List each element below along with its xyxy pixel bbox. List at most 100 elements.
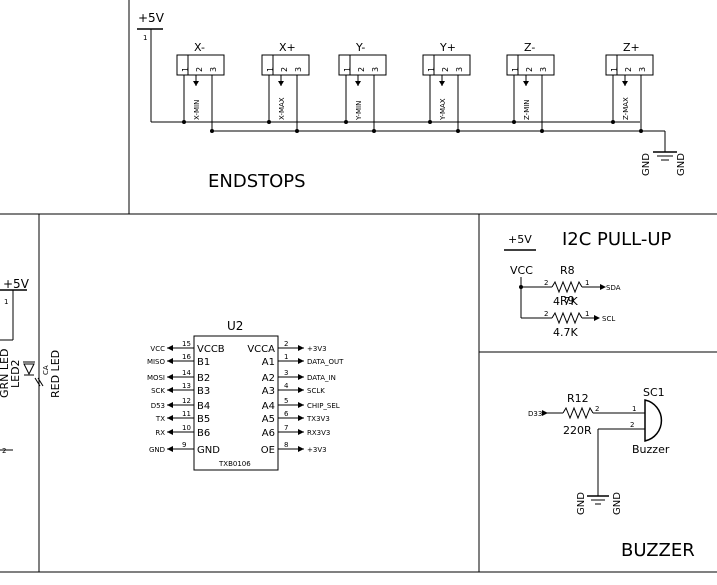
led-power-pin: 1 — [4, 298, 8, 306]
u2-right-pin-number: 8 — [284, 441, 288, 449]
connector-pin-number: 3 — [455, 67, 464, 72]
connector-name: Z- — [524, 41, 535, 54]
r12-ref: R12 — [567, 392, 589, 405]
u2-left-pin-number: 10 — [182, 424, 191, 432]
r8-value: 4.7K — [553, 295, 578, 308]
connector-pin-number: 1 — [266, 67, 275, 72]
connector-pin-number: 2 — [195, 67, 204, 72]
u2-body — [193, 335, 279, 471]
u2-right-pin-name: A6 — [262, 428, 275, 439]
r12-value: 220R — [563, 424, 592, 437]
u2-left-pin-name: B5 — [197, 414, 210, 425]
connector-pin-number: 3 — [539, 67, 548, 72]
connector-pin-number: 2 — [280, 67, 289, 72]
r9-value: 4.7K — [553, 326, 578, 339]
u2-left-pin-name: B1 — [197, 357, 210, 368]
u2-left-pin-number: 14 — [182, 369, 191, 377]
u2-left-pin-name: B2 — [197, 373, 210, 384]
i2c-title: I2C PULL-UP — [562, 229, 671, 250]
led-red-label: RED LED — [49, 350, 62, 398]
connector-net-label: Z-MAX — [622, 97, 630, 120]
u2-right-pin-number: 1 — [284, 353, 288, 361]
scl-label: SCL — [602, 315, 615, 323]
connector-pin-number: 2 — [441, 67, 450, 72]
r8-pin2: 2 — [544, 279, 548, 287]
u2-right-pin-name: A4 — [262, 401, 275, 412]
u2-right-pin-name: A1 — [262, 357, 275, 368]
connector-name: X- — [194, 41, 205, 54]
endstops-power-label: +5V — [138, 11, 165, 25]
u2-ref: U2 — [227, 319, 243, 333]
u2-left-pin-number: 11 — [182, 410, 191, 418]
r9-ref: R9 — [560, 294, 575, 307]
connector-net-label: X-MIN — [193, 100, 201, 120]
u2-left-pin-name: B6 — [197, 428, 210, 439]
u2-right-pin-name: OE — [261, 445, 275, 456]
led-power-label: +5V — [3, 277, 30, 291]
u2-right-net: +3V3 — [307, 446, 327, 454]
led-section: +5V 1 2 GRN LED LED2 CA RED LED — [0, 277, 62, 455]
u2-right-pin-name: VCCA — [247, 344, 275, 355]
u2-left-pin-number: 16 — [182, 353, 191, 361]
connector-pin-number: 2 — [357, 67, 366, 72]
connector-pin-number: 1 — [427, 67, 436, 72]
buzzer-net: D33 — [528, 410, 542, 418]
u2-left-pin-number: 9 — [182, 441, 186, 449]
connector-name: Z+ — [623, 41, 640, 54]
r9-pin2: 2 — [544, 310, 548, 318]
u2-left-net: TX — [155, 415, 165, 423]
connector-body — [605, 54, 654, 76]
led-pin-label: CA — [42, 365, 50, 375]
r8-ref: R8 — [560, 264, 575, 277]
connector-net-label: Y-MIN — [355, 101, 363, 121]
u2-right-pin-number: 4 — [284, 382, 289, 390]
u2-right-pin-name: A2 — [262, 373, 275, 384]
endstops-gnd-label-right: GND — [676, 153, 687, 176]
connector-net-label: Z-MIN — [523, 99, 531, 120]
i2c-section: I2C PULL-UP +5V VCC R8 2 1 4.7K R9 SDA 2… — [504, 229, 671, 339]
connector-name: Y+ — [439, 41, 456, 54]
u2-right-pin-number: 5 — [284, 397, 288, 405]
r12-pin2: 2 — [595, 405, 599, 413]
u2-left-net: VCC — [150, 345, 165, 353]
led-bottom-pin: 2 — [2, 447, 6, 455]
panel-borders — [0, 0, 717, 573]
u2-left-pin-name: B3 — [197, 386, 210, 397]
connector-body — [176, 54, 225, 76]
buzzer-title: BUZZER — [621, 540, 695, 561]
connector-pin-number: 3 — [371, 67, 380, 72]
led-grn-label: GRN LED — [0, 349, 11, 398]
u2-right-pin-number: 6 — [284, 410, 289, 418]
u2-right-pin-number: 3 — [284, 369, 288, 377]
bus-junction — [182, 120, 186, 124]
u2-part: TXB0106 — [218, 460, 251, 468]
bus-junction — [295, 129, 299, 133]
connector-name: X+ — [279, 41, 296, 54]
u2-right-net: +3V3 — [307, 345, 327, 353]
u2-right-pin: OE 8 +3V3 — [261, 441, 327, 456]
connector-pin-number: 2 — [525, 67, 534, 72]
bus-junction — [639, 129, 643, 133]
connector-pin-number: 1 — [343, 67, 352, 72]
r8-pin1: 1 — [585, 279, 589, 287]
